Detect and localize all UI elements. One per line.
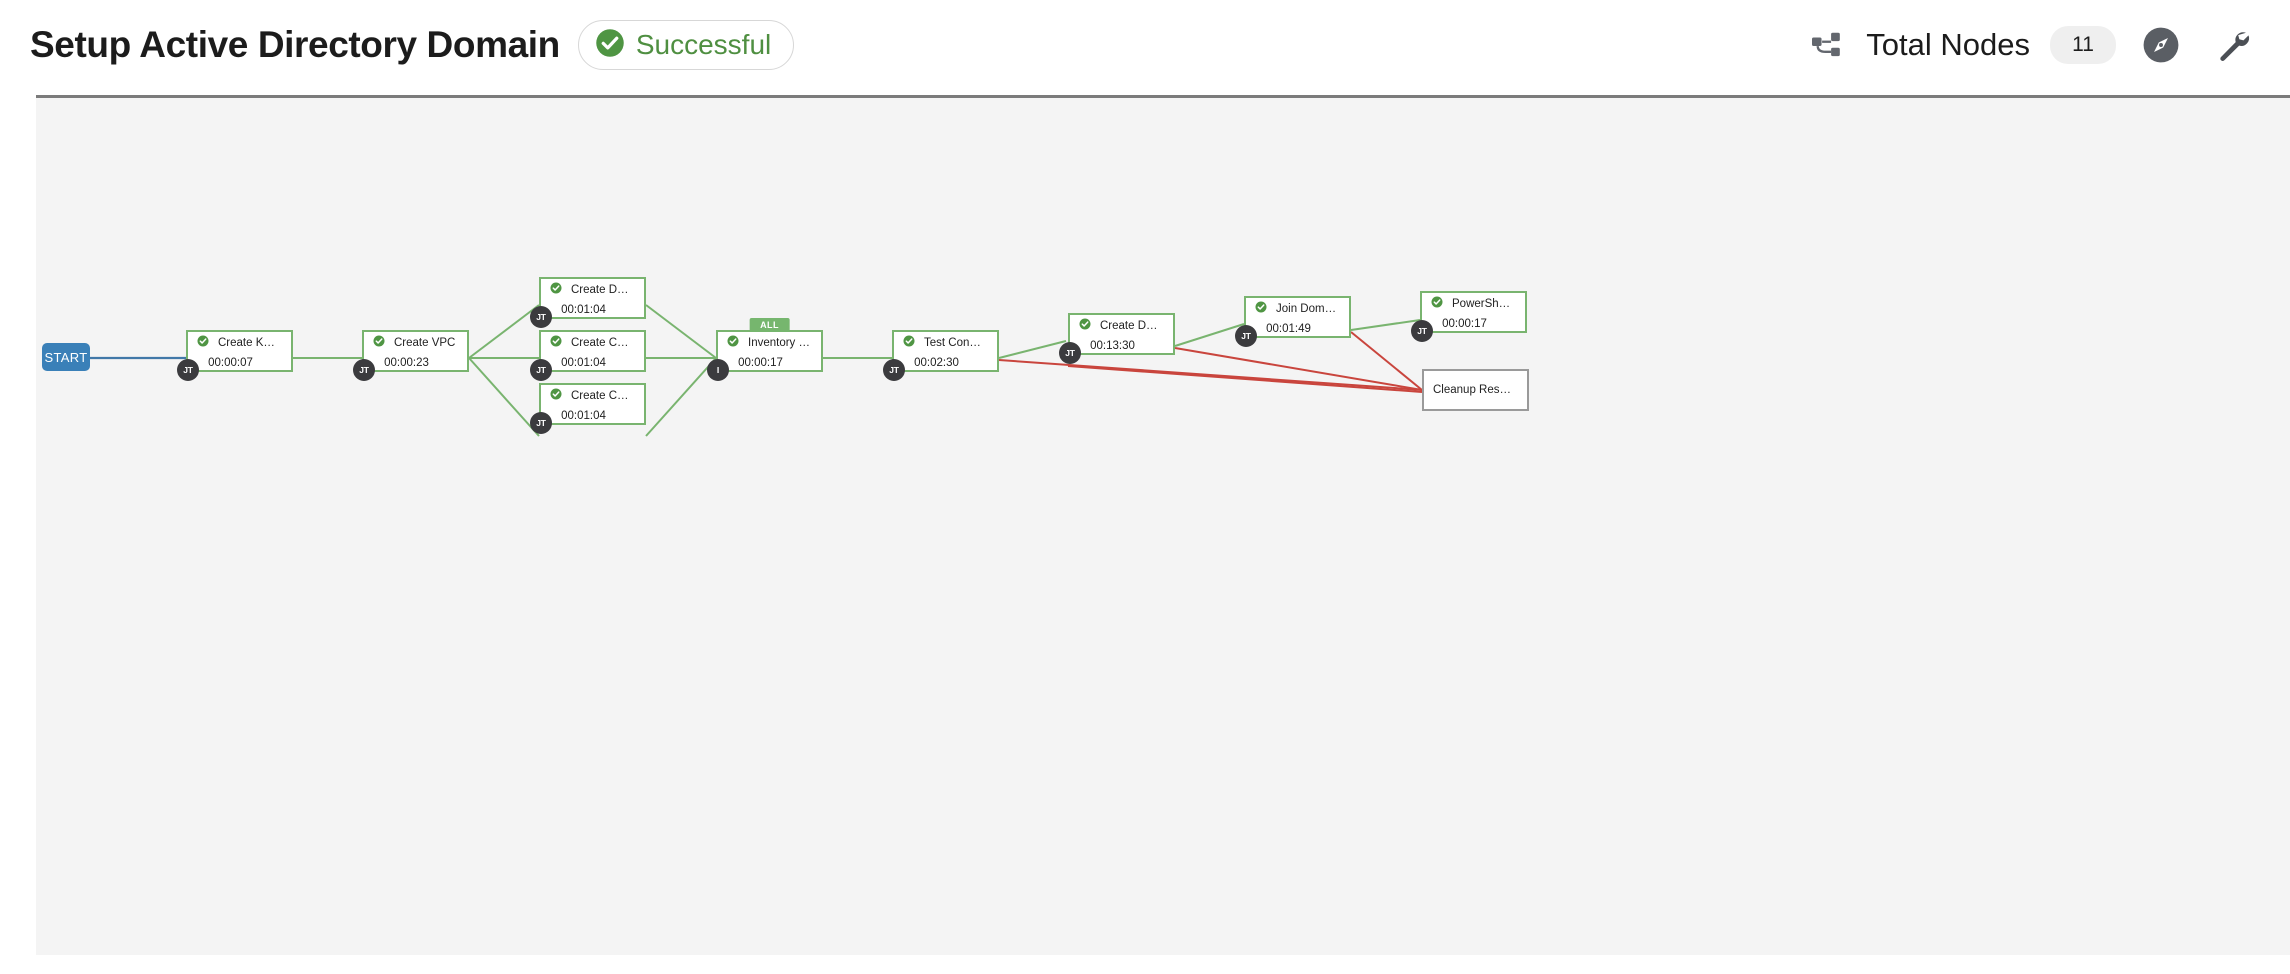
check-circle-icon — [550, 334, 562, 352]
inventory-badge: I — [707, 359, 729, 381]
node-join-domain[interactable]: Join Domain 00:01:49 JT — [1235, 296, 1351, 347]
node-elapsed: 00:13:30 — [1090, 339, 1135, 352]
check-circle-icon — [727, 334, 739, 352]
compass-icon[interactable] — [2142, 26, 2180, 64]
node-elapsed: 00:00:17 — [738, 356, 783, 369]
node-create-computer-1[interactable]: Create Computer (1) 00:01:04 JT — [530, 330, 646, 381]
job-template-badge: JT — [177, 359, 199, 381]
check-circle-icon — [1079, 317, 1091, 335]
node-title-row: Cleanup Resources — [1424, 384, 1527, 396]
start-node[interactable]: START — [42, 343, 90, 371]
node-title: Create Computer (2) — [571, 389, 634, 402]
node-elapsed: 00:00:17 — [1442, 317, 1487, 330]
node-create-domain[interactable]: Create Domain 00:13:30 JT — [1059, 313, 1175, 364]
node-inventory-sync[interactable]: ALL Inventory Sync 00:00:17 I — [707, 318, 823, 381]
check-circle-icon — [595, 28, 625, 63]
node-elapsed: 00:00:23 — [384, 356, 429, 369]
all-badge: ALL — [749, 318, 790, 332]
node-title-row: PowerShell Validation — [1422, 295, 1525, 313]
node-title-row: Create Domain — [1070, 317, 1173, 335]
job-template-badge: JT — [530, 306, 552, 328]
node-elapsed: 00:01:49 — [1266, 322, 1311, 335]
check-circle-icon — [373, 334, 385, 352]
node-elapsed: 00:02:30 — [914, 356, 959, 369]
job-template-badge: JT — [530, 412, 552, 434]
node-title: Create Domain — [1100, 319, 1163, 332]
node-title-row: Inventory Sync — [718, 334, 821, 352]
node-title: Cleanup Resources — [1433, 384, 1517, 396]
node-title: PowerShell Validation — [1452, 297, 1515, 310]
node-title-row: Create Computer (2) — [541, 387, 644, 405]
node-test-connectivity[interactable]: Test Connectivity 00:02:30 JT — [883, 330, 999, 381]
job-template-badge: JT — [883, 359, 905, 381]
sitemap-icon — [1810, 30, 1844, 60]
wrench-icon[interactable] — [2214, 26, 2252, 64]
check-circle-icon — [1255, 300, 1267, 318]
job-template-badge: JT — [1059, 342, 1081, 364]
page-title: Setup Active Directory Domain — [30, 24, 560, 65]
node-title: Create VPC — [394, 336, 456, 349]
page-header: Setup Active Directory Domain Successful… — [0, 0, 2290, 90]
node-title: Join Domain — [1276, 302, 1339, 315]
header-right-group: Total Nodes 11 — [1810, 26, 2252, 64]
node-title-row: Join Domain — [1246, 300, 1349, 318]
node-title-row: Create Domain Contr… — [541, 281, 644, 299]
check-circle-icon — [550, 281, 562, 299]
node-title: Test Connectivity — [924, 336, 987, 349]
node-elapsed: 00:01:04 — [561, 409, 606, 422]
job-template-badge: JT — [1235, 325, 1257, 347]
node-create-keypair[interactable]: Create Keypair 00:00:07 JT — [177, 330, 293, 381]
check-circle-icon — [550, 387, 562, 405]
job-template-badge: JT — [530, 359, 552, 381]
job-template-badge: JT — [353, 359, 375, 381]
node-elapsed: 00:01:04 — [561, 356, 606, 369]
node-title: Create Computer (1) — [571, 336, 634, 349]
header-left-group: Setup Active Directory Domain Successful — [30, 20, 795, 70]
job-template-badge: JT — [1411, 320, 1433, 342]
node-title-row: Create VPC — [364, 334, 467, 352]
status-label: Successful — [635, 29, 772, 60]
status-badge: Successful — [577, 20, 795, 70]
check-circle-icon — [197, 334, 209, 352]
node-cleanup-resources[interactable]: Cleanup Resources — [1422, 369, 1529, 411]
total-nodes-label: Total Nodes — [1866, 27, 2030, 62]
node-elapsed: 00:00:07 — [208, 356, 253, 369]
node-powershell-validation[interactable]: PowerShell Validation 00:00:17 JT — [1411, 291, 1527, 342]
check-circle-icon — [1431, 295, 1443, 313]
node-title-row: Test Connectivity — [894, 334, 997, 352]
total-nodes-count-badge: 11 — [2050, 26, 2116, 64]
node-layer: START Create Keypair 00:00:07 JT Create … — [36, 98, 2290, 955]
node-create-vpc[interactable]: Create VPC 00:00:23 JT — [353, 330, 469, 381]
check-circle-icon — [903, 334, 915, 352]
node-create-computer-2[interactable]: Create Computer (2) 00:01:04 JT — [530, 383, 646, 434]
node-title: Create Domain Contr… — [571, 283, 634, 296]
node-title-row: Create Computer (1) — [541, 334, 644, 352]
workflow-canvas[interactable]: START Create Keypair 00:00:07 JT Create … — [36, 95, 2290, 955]
node-title-row: Create Keypair — [188, 334, 291, 352]
node-title: Inventory Sync — [748, 336, 811, 349]
node-create-domain-controller[interactable]: Create Domain Contr… 00:01:04 JT — [530, 277, 646, 328]
node-elapsed: 00:01:04 — [561, 303, 606, 316]
node-title: Create Keypair — [218, 336, 281, 349]
